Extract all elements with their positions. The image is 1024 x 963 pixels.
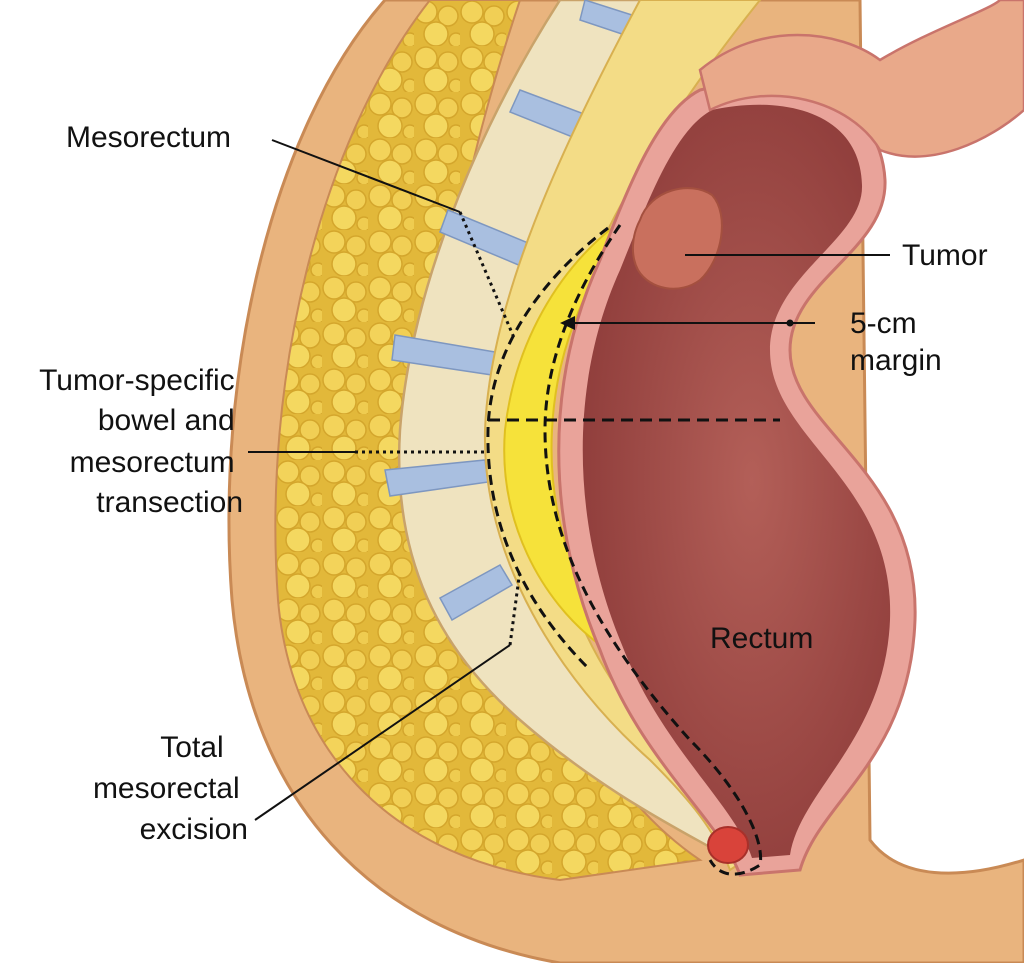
margin-marker <box>786 319 794 327</box>
tumor-mass <box>632 187 723 290</box>
excision-dashed-line <box>486 224 763 876</box>
label-tumor: Tumor <box>902 239 988 272</box>
label-mesorectum: Mesorectum <box>66 121 231 154</box>
label-transection: Tumor-specific bowel and mesorectum tran… <box>39 364 243 519</box>
label-rectum: Rectum <box>710 622 813 655</box>
leader-lines <box>248 139 890 821</box>
rectum-lumen <box>582 104 891 859</box>
label-tme: Total mesorectal excision <box>93 731 248 846</box>
bowel-loops <box>698 0 1024 158</box>
margin-arrowhead <box>560 316 575 330</box>
anus <box>707 826 749 864</box>
label-margin: 5-cm margin <box>850 307 942 377</box>
